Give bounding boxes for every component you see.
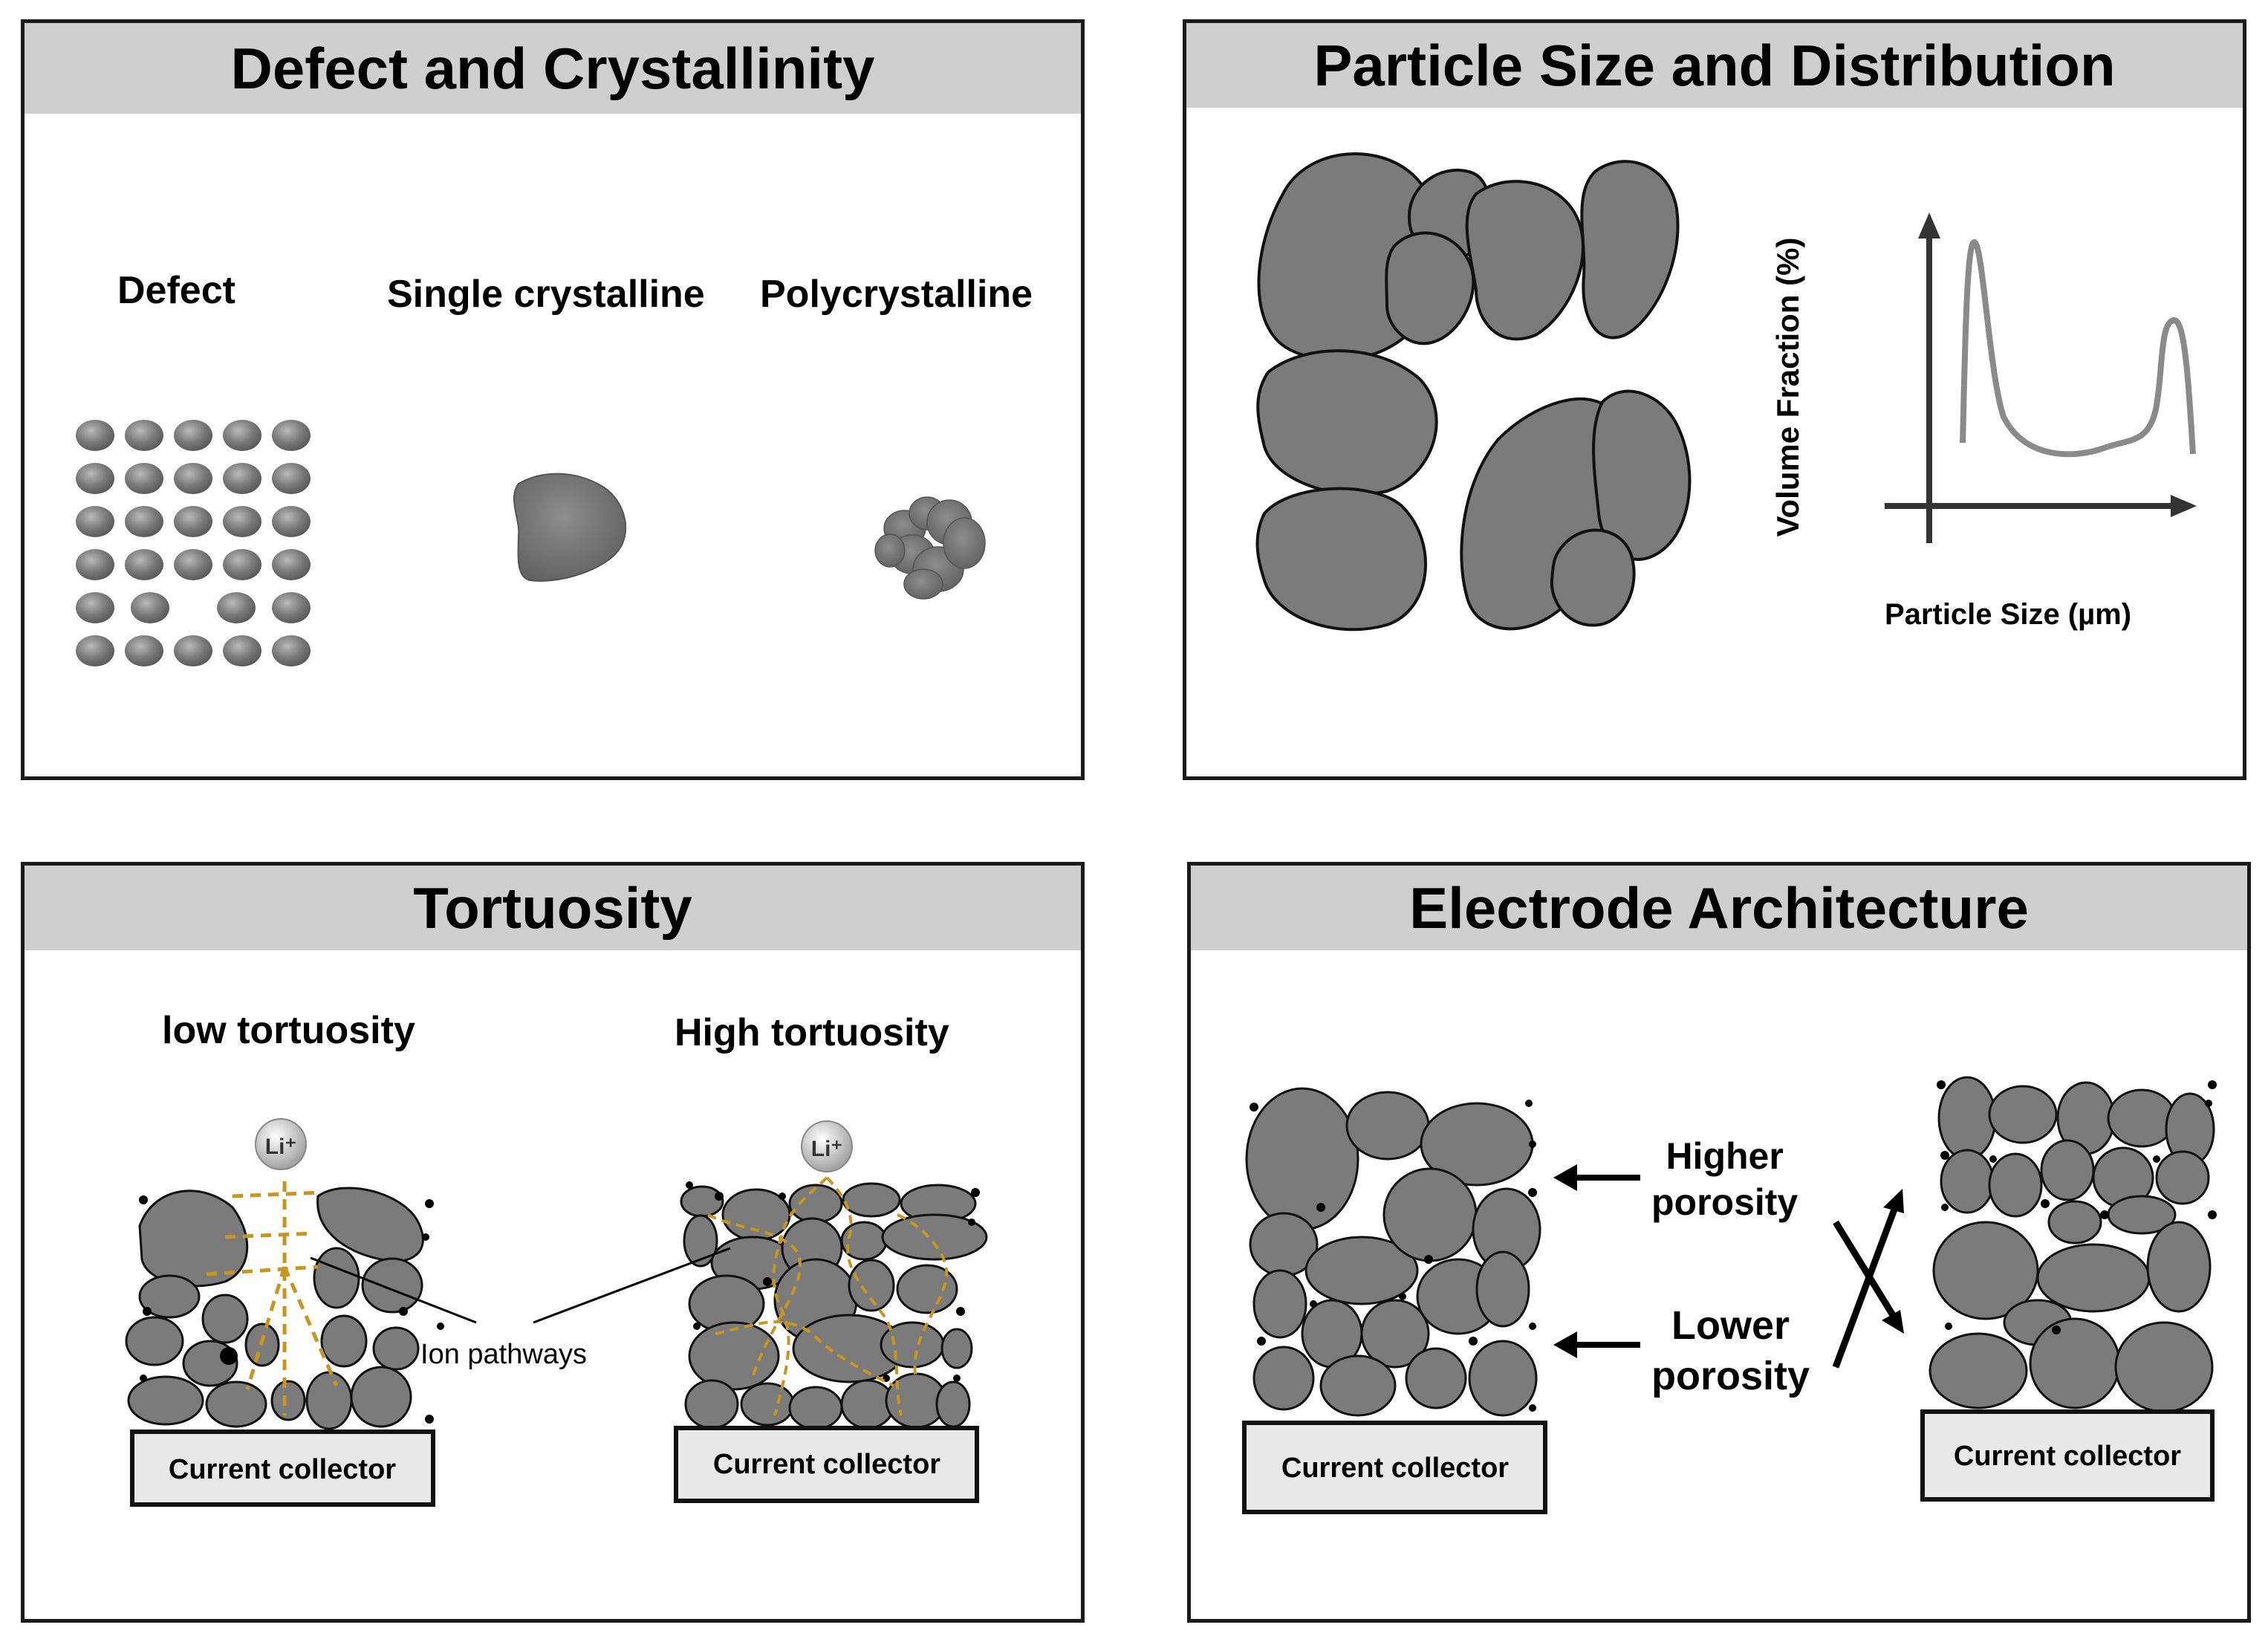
current-collector-label: Current collector — [1281, 1453, 1509, 1484]
lattice-atom — [174, 635, 212, 666]
left-conductive-dots — [1250, 1100, 1537, 1412]
y-axis-arrow — [1918, 212, 1940, 238]
distribution-plot — [1885, 212, 2197, 543]
tortuosity-panel: Tortuosity low tortuosity High tortuosit… — [21, 862, 1085, 1623]
higher-label-line1: Higher — [1666, 1135, 1784, 1177]
lattice-atom — [223, 635, 261, 666]
lattice-atom — [272, 592, 311, 623]
particle-size-panel: Particle Size and Distribution Volume Fr… — [1183, 19, 2246, 780]
panel-title: Tortuosity — [25, 866, 1081, 950]
current-collector — [130, 1430, 435, 1507]
right-electrode — [1929, 1076, 2215, 1413]
lattice-atom — [76, 420, 114, 451]
lattice-atom — [272, 635, 311, 666]
lower-label-line1: Lower — [1671, 1303, 1790, 1348]
current-collector — [1920, 1409, 2215, 1502]
swap-arrow — [1832, 1206, 1899, 1369]
current-collector — [674, 1426, 979, 1503]
lattice-atom — [174, 549, 212, 580]
defect-crystallinity-panel: Defect and Crystallinity Defect Single c… — [21, 19, 1085, 780]
lattice-atom — [174, 506, 212, 537]
lattice-atom — [76, 592, 114, 623]
current-collector-label: Current collector — [169, 1454, 396, 1485]
porosity-arrows — [1553, 1164, 1904, 1369]
x-axis-arrow — [2171, 495, 2197, 517]
lattice-atom — [272, 549, 311, 580]
callout-line — [310, 1256, 477, 1324]
particle-packing-illustration — [1255, 152, 2197, 632]
lattice-atom — [125, 635, 163, 666]
high-tortuosity-label: High tortuosity — [675, 1011, 949, 1054]
lattice-atom — [76, 635, 114, 666]
polycrystal-cluster — [874, 496, 986, 600]
lattice-atom — [125, 506, 163, 537]
right-conductive-dots — [1937, 1080, 2217, 1334]
x-axis-label: Particle Size (µm) — [1885, 598, 2132, 631]
polycrystalline-label: Polycrystalline — [760, 273, 1033, 316]
lattice-atom — [223, 420, 261, 451]
lattice-atom — [217, 592, 256, 623]
lattice-atom — [125, 549, 163, 580]
ion-pathways-label: Ion pathways — [420, 1339, 587, 1370]
lattice-atom — [223, 549, 261, 580]
li-ion-bubble — [801, 1120, 853, 1172]
lattice-atom — [223, 463, 261, 494]
higher-label-line2: porosity — [1651, 1181, 1799, 1223]
lattice-atom — [76, 549, 114, 580]
callout-line — [533, 1247, 731, 1324]
lattice-atom — [272, 420, 311, 451]
crystal-illustrations — [76, 420, 986, 666]
higher-porosity-label: Higher porosity — [1651, 1133, 1798, 1225]
electrode-architecture-panel: Electrode Architecture — [1187, 862, 2251, 1623]
low-tortuosity-label: low tortuosity — [162, 1009, 415, 1052]
high-tortuosity-electrode — [680, 1182, 988, 1430]
lattice-atom — [223, 506, 261, 537]
low-conductive-dots — [139, 1195, 444, 1424]
defect-lattice — [76, 420, 311, 666]
panel-title: Defect and Crystallinity — [25, 23, 1081, 114]
high-ion-pathways — [707, 1176, 949, 1416]
current-collector — [1242, 1421, 1547, 1514]
li-ion-label: Li⁺ — [811, 1137, 843, 1161]
lattice-atom — [272, 506, 311, 537]
distribution-curve — [1960, 238, 2196, 458]
lattice-atom — [125, 420, 163, 451]
lattice-atom — [174, 420, 212, 451]
current-collector-label: Current collector — [713, 1449, 940, 1480]
swap-arrow — [1833, 1220, 1898, 1321]
panel-title: Particle Size and Distribution — [1186, 23, 2243, 108]
tortuosity-illustration: Li⁺ Current collector — [125, 1118, 988, 1507]
lattice-atom — [131, 592, 169, 623]
lattice-atom — [272, 463, 311, 494]
single-crystalline-label: Single crystalline — [387, 273, 705, 316]
left-electrode — [1245, 1087, 1541, 1417]
lattice-atom — [125, 463, 163, 494]
lower-porosity-label: Lower porosity — [1651, 1300, 1810, 1401]
lattice-atom — [76, 463, 114, 494]
lattice-atom — [76, 506, 114, 537]
lower-label-line2: porosity — [1651, 1354, 1810, 1398]
current-collector-label: Current collector — [1954, 1441, 2181, 1472]
single-crystal-particle — [513, 473, 627, 582]
li-ion-label: Li⁺ — [265, 1135, 297, 1159]
electrode-illustration: Current collector — [1242, 1076, 2217, 1514]
defect-label: Defect — [117, 269, 235, 312]
low-ion-pathways — [206, 1181, 339, 1415]
li-ion-bubble — [255, 1118, 307, 1170]
lattice-atom — [174, 463, 212, 494]
low-tortuosity-electrode — [125, 1187, 424, 1430]
panel-title: Electrode Architecture — [1191, 866, 2247, 950]
y-axis-label: Volume Fraction (%) — [1770, 237, 1805, 537]
